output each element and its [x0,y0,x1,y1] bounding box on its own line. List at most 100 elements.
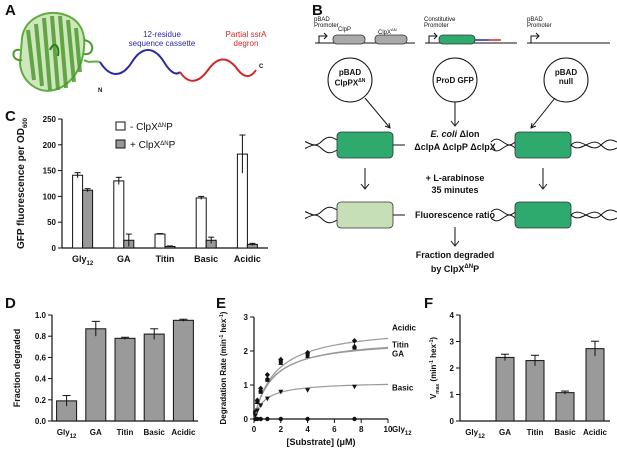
panel-letter-c: C [5,108,16,125]
f-y-tick-label: 2 [450,364,455,373]
panel-letter-a: A [5,2,16,19]
e-fit-curve [253,383,388,420]
e-data-point [255,400,260,404]
e-y-tick-label: 3 [244,313,249,322]
e-x-tick-label: 6 [332,425,337,434]
f-category-label: Basic [554,428,576,437]
panel-letter-f: F [424,295,434,312]
c-y-tick-label: 50 [47,218,56,227]
d-category-label: Titin [117,428,134,437]
e-data-point [252,413,258,419]
e-data-point [258,416,263,422]
cell-right-bottom [490,201,617,229]
d-y-axis-label: Fraction degraded [12,329,22,408]
e-x-axis-label: [Substrate] (μM) [286,437,355,447]
plasmid2-map [425,32,517,45]
e-data-point [264,396,270,402]
e-data-point [352,384,357,390]
e-data-point [258,403,264,408]
e-y-axis-label-text: Degradation Rate (min-1 hex-1) [219,311,228,424]
e-data-point [351,338,358,344]
f-y-axis-label-text: Vmax (min-1 hex-1) [429,337,441,399]
c-bar [154,233,166,249]
c-category-label: Titin [156,254,175,264]
c-y-tick-label: 150 [43,167,57,176]
e-data-point [253,410,258,415]
c-y-tick-label: 250 [43,115,57,124]
f-y-tick-label: 0 [450,417,455,426]
panel-a-figure [12,12,257,92]
e-x-tick-label: 0 [252,425,257,434]
e-fit-curve [253,337,389,420]
c-y-tick-label: 0 [52,244,57,253]
c-category-label: Acidic [234,254,261,264]
e-data-point [254,408,260,414]
c-legend-label: + ClpXΔNP [130,140,176,151]
panel-letter-b: B [312,2,323,19]
e-data-point [265,416,270,422]
e-series-label: Gly12 [392,425,412,437]
e-x-tick-label: 4 [305,425,310,434]
f-y-tick-label: 4 [450,311,455,320]
panel-b-diagram [305,32,617,247]
f-y-axis-label: Vmax (min-1 hex-1) [429,337,441,399]
c-bar [72,174,84,249]
f-bar [585,348,605,422]
f-bar [525,360,545,422]
f-bar [555,392,575,422]
e-series-label: Basic [392,383,414,392]
chart-c-gfp-fluorescence: 0 50 100 150 200 250 GFP fluorescence per OD60… [16,115,268,267]
f-category-label: Gly12 [465,428,485,440]
e-y-tick-label: 1 [244,381,249,390]
panel-letter-e: E [216,295,227,312]
c-bar [82,189,94,249]
e-series-label: GA [392,349,404,358]
d-bar [172,319,194,422]
e-data-point [278,389,284,395]
c-category-label: Gly12 [72,254,94,267]
d-bar [85,328,107,422]
c-bar [195,197,207,249]
plasmid3-circle [543,57,589,103]
f-category-label: GA [499,428,511,437]
f-category-label: Acidic [583,428,608,437]
c-category-label: GA [117,254,131,264]
c-y-tick-label: 200 [43,141,57,150]
e-fit-curve [253,346,389,420]
panel-letter-d: D [5,295,16,312]
e-data-point [352,345,357,350]
e-x-tick-label: 10 [384,425,393,434]
d-y-tick-label: 0.8 [35,332,47,341]
e-y-tick-label: 0 [244,415,249,424]
c-category-label: Basic [194,254,218,264]
n-terminus-label: N [98,88,103,94]
d-bar [143,333,165,422]
e-data-point [305,416,310,422]
d-bar [114,337,136,422]
gfp-protein-structure [12,12,94,92]
c-y-axis-label: GFP fluorescence per OD600 [16,117,29,249]
e-data-point [305,388,311,393]
ssra-degron-linker [179,58,257,82]
d-y-tick-label: 0.6 [35,353,47,362]
strain-genotype-label: E. coli Δlon ΔclpA ΔclpP ΔclpX [414,129,496,152]
c-y-tick-label: 100 [43,192,57,201]
e-data-point [255,416,260,422]
fluorescence-ratio-label: Fluorescence ratio [414,210,496,220]
cell-right-top [490,131,617,159]
d-category-label: GA [90,428,102,437]
e-data-point [305,352,310,357]
plasmid1-map [315,32,415,45]
c-bar [113,180,125,249]
plasmid2-circle-label: ProD GFP [436,76,474,85]
plasmid1-gene1-label: ClpP [338,27,352,33]
e-x-tick-label: 2 [279,425,284,434]
fraction-degraded-label: Fraction degraded by ClpXΔNP [415,250,495,274]
